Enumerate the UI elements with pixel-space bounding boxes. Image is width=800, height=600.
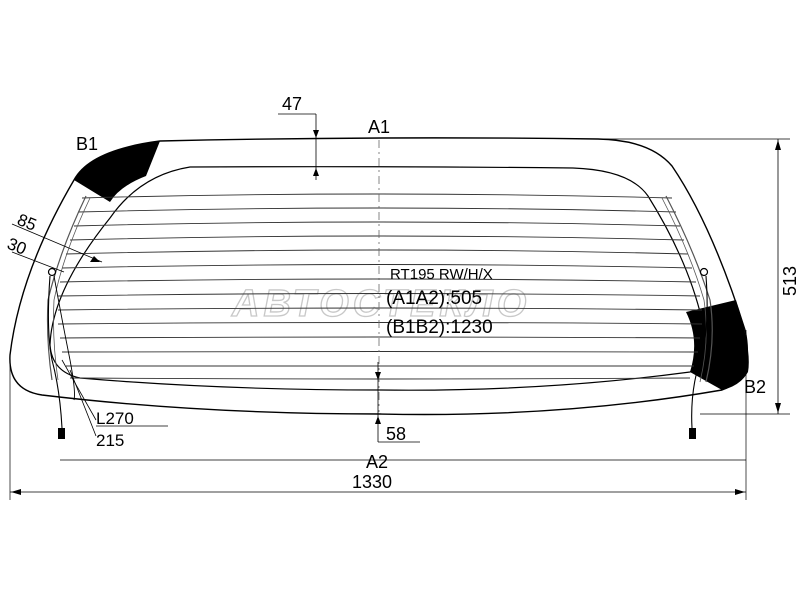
black-corner-b1 [74, 141, 160, 202]
connector-right [689, 428, 696, 439]
terminal-right [699, 267, 709, 277]
dim-30-line [11, 251, 65, 273]
dim-215-label: 215 [96, 431, 124, 450]
dim-bottom-arrow-1 [375, 372, 381, 380]
dim-30-label: 30 [5, 234, 30, 259]
dim-85-line [11, 223, 103, 263]
model-code: RT195 RW/H/X [390, 266, 493, 283]
terminal-left [47, 267, 57, 277]
label-a2: A2 [366, 452, 388, 472]
dim-width-arrow-left [11, 489, 21, 495]
bus-bar-right-inner [661, 197, 707, 383]
dim-top-arrow-2 [313, 168, 319, 176]
dim-height-arrow-bottom [775, 403, 781, 413]
a1a2-measure: (A1A2):505 [386, 288, 482, 309]
glass-inner-band-edge [49, 166, 705, 391]
glass-outer-outline [9, 137, 749, 416]
black-corner-b2 [686, 300, 749, 390]
dim-bottom-offset-label: 58 [386, 424, 406, 444]
dim-l270-leader [61, 359, 97, 421]
wire-left [47, 275, 63, 429]
bus-bar-right [665, 195, 713, 383]
dim-height-label: 513 [780, 266, 800, 296]
wire-right [691, 275, 708, 429]
dim-height-arrow-top [775, 140, 781, 150]
bus-bar-left-inner [53, 197, 91, 381]
dim-top-arrow-1 [313, 130, 319, 138]
connector-left [58, 428, 65, 439]
dim-l270-label: L270 [96, 409, 134, 428]
heater-grid [57, 193, 703, 380]
dim-width-arrow-right [735, 489, 745, 495]
dim-top-offset-label: 47 [282, 94, 302, 114]
label-b2: B2 [744, 377, 766, 397]
bus-bar-left [46, 195, 87, 381]
dim-width-label: 1330 [352, 472, 392, 492]
label-b1: B1 [76, 134, 98, 154]
dim-215-leader [69, 369, 97, 437]
b1b2-measure: (B1B2):1230 [386, 317, 493, 338]
wire-left-2 [53, 275, 75, 401]
label-a1: A1 [368, 117, 390, 137]
dim-85-label: 85 [15, 210, 40, 235]
dim-85-arrow [90, 256, 100, 262]
dim-bottom-arrow-2 [375, 416, 381, 424]
